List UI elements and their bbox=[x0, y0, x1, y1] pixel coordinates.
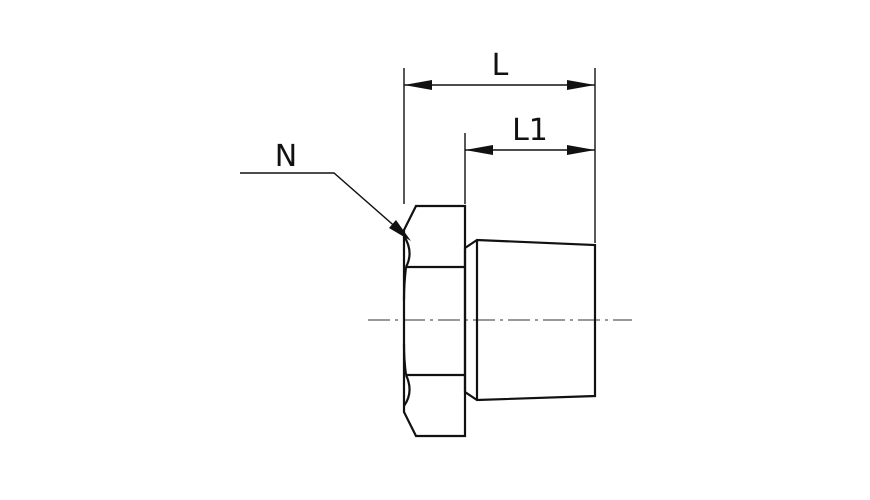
dimension-l1: L1 bbox=[465, 113, 595, 155]
extension-lines bbox=[403, 68, 596, 243]
dimension-label-l1: L1 bbox=[512, 113, 548, 148]
leader-label-n: N bbox=[275, 139, 297, 174]
leader-n: N bbox=[240, 139, 411, 241]
hex-head bbox=[402, 204, 467, 438]
dimension-label-l: L bbox=[492, 48, 509, 83]
threaded-body bbox=[463, 238, 597, 402]
dimension-l: L bbox=[404, 48, 595, 90]
